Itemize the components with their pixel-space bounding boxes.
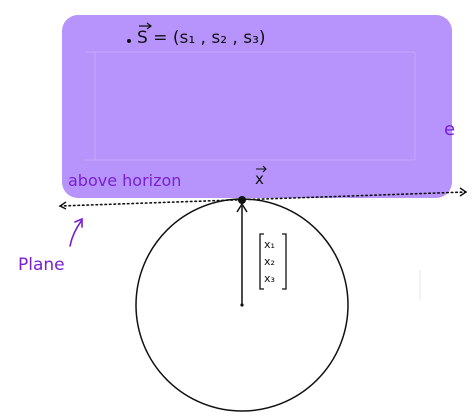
above-horizon-label: above horizon: [68, 171, 181, 190]
x-component-3: x₃: [264, 272, 275, 285]
plane-line-left-end-icon: [58, 201, 67, 210]
earth-center-dot: [240, 303, 244, 307]
observer-point: [238, 196, 246, 204]
edge-mark: e: [444, 119, 455, 140]
plane-label: Plane: [18, 255, 65, 275]
horizon-plane-line: [59, 191, 467, 207]
s-vector-label: S = (s₁ , s₂ , s₃): [137, 28, 266, 48]
above-horizon-region: [62, 15, 452, 198]
s-vector-dot: [127, 39, 131, 43]
x-component-1: x₁: [264, 238, 275, 251]
x-vector-arrow-icon: [256, 165, 267, 173]
plane-pointer-arrow-icon: [69, 217, 83, 247]
s-vector-arrow-icon: [139, 22, 152, 30]
position-vector-arrowhead-icon: [236, 202, 248, 213]
x-component-2: x₂: [264, 255, 275, 268]
x-vector-label: x: [255, 170, 264, 188]
plane-line-right-end-icon: [459, 187, 468, 197]
column-vector-brackets: [259, 233, 287, 290]
region-grid: [85, 51, 416, 161]
